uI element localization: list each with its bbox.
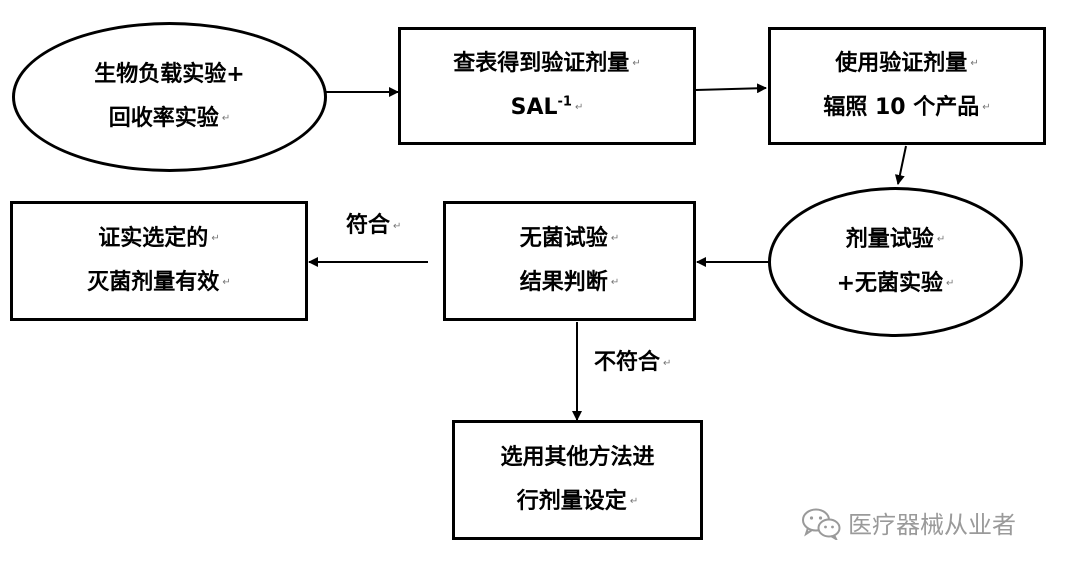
- return-mark: ↵: [629, 496, 639, 507]
- return-mark: ↵: [936, 234, 946, 245]
- node-confirm-line2: 灭菌剂量有效↵: [87, 270, 231, 295]
- return-mark: ↵: [632, 58, 641, 69]
- sal-exponent: -1: [557, 94, 572, 110]
- return-mark: ↵: [663, 357, 672, 369]
- node-lookup-dose-line2: SAL-1↵: [510, 94, 584, 120]
- return-mark: ↵: [970, 58, 979, 69]
- return-mark: ↵: [221, 113, 231, 124]
- node-judge-line2: 结果判断↵: [519, 270, 620, 295]
- node-other-method-line2: 行剂量设定↵: [516, 489, 639, 514]
- node-dose-sterility-test: 剂量试验↵ +无菌实验↵: [768, 187, 1023, 337]
- edge-label-fail: 不符合↵: [594, 350, 672, 375]
- return-mark: ↵: [610, 233, 620, 244]
- arrow-lookup-to-irradiate: [695, 83, 767, 94]
- node-confirm-line1: 证实选定的↵: [98, 226, 220, 251]
- return-mark: ↵: [222, 277, 231, 288]
- node-dose-test-line1: 剂量试验↵: [845, 227, 946, 252]
- node-other-method: 选用其他方法进 行剂量设定↵: [452, 420, 703, 540]
- return-mark: ↵: [982, 102, 991, 113]
- node-bioburden-line1: 生物负载实验+: [94, 62, 245, 87]
- wechat-icon: [802, 508, 841, 540]
- arrow-irradiate-to-dose-test: [894, 145, 907, 185]
- node-bioburden-line2: 回收率实验↵: [108, 106, 231, 131]
- return-mark: ↵: [393, 220, 402, 232]
- node-sterility-judgement: 无菌试验↵ 结果判断↵: [443, 201, 696, 321]
- node-irradiate-line2: 辐照 10 个产品↵: [823, 95, 991, 120]
- node-bioburden-recovery: 生物负载实验+ 回收率实验↵: [12, 22, 327, 172]
- return-mark: ↵: [610, 277, 620, 288]
- node-irradiate-products: 使用验证剂量↵ 辐照 10 个产品↵: [768, 27, 1046, 145]
- node-dose-test-line2: +无菌实验↵: [836, 271, 955, 296]
- node-judge-line1: 无菌试验↵: [519, 226, 620, 251]
- node-lookup-dose: 查表得到验证剂量↵ SAL-1↵: [398, 27, 696, 145]
- node-confirm-dose-effective: 证实选定的↵ 灭菌剂量有效↵: [10, 201, 308, 321]
- return-mark: ↵: [211, 233, 220, 244]
- return-mark: ↵: [574, 102, 584, 113]
- return-mark: ↵: [946, 278, 955, 289]
- node-lookup-dose-line1: 查表得到验证剂量↵: [453, 51, 641, 76]
- node-irradiate-line1: 使用验证剂量↵: [835, 51, 979, 76]
- edge-label-pass: 符合↵: [346, 213, 402, 238]
- node-other-method-line1: 选用其他方法进: [500, 445, 655, 470]
- watermark: 医疗器械从业者: [800, 505, 1016, 540]
- watermark-text: 医疗器械从业者: [848, 511, 1016, 539]
